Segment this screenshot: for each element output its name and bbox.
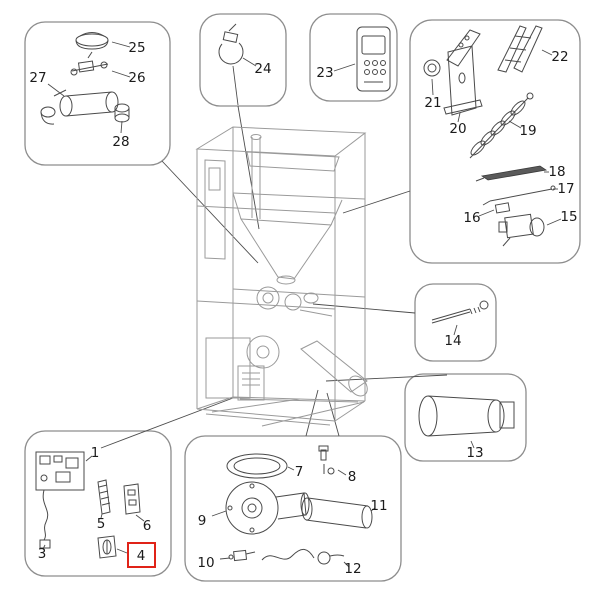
part-label-24: 24 — [254, 61, 271, 77]
part-21-ring-drawing — [423, 59, 441, 77]
callout-box-fan-assembly — [184, 435, 402, 582]
part-27-pipe-elbow-drawing — [40, 89, 119, 125]
part-label-14: 14 — [444, 333, 461, 349]
part-label-25: 25 — [128, 40, 145, 56]
part-label-10: 10 — [197, 555, 214, 571]
part-8-screws-drawing — [318, 445, 335, 475]
part-12-cable-drawing — [261, 549, 345, 565]
callout-box-blower — [404, 373, 527, 462]
part-4-switch-drawing — [97, 535, 117, 559]
part-label-8: 8 — [348, 469, 357, 485]
label-leader-lines — [42, 41, 562, 568]
assembly-leader-lines — [100, 65, 448, 449]
part-6-board-drawing — [123, 483, 141, 515]
part-9-fan-volute-drawing — [225, 481, 310, 535]
part-label-4: 4 — [137, 548, 146, 564]
part-label-21: 21 — [424, 95, 441, 111]
part-5-strip-drawing — [97, 479, 111, 515]
part-10-sensor-drawing — [228, 549, 256, 562]
part-label-7: 7 — [295, 464, 304, 480]
highlight-box-part-4 — [127, 542, 156, 568]
part-16-clip-drawing — [494, 202, 511, 214]
part-label-1: 1 — [91, 445, 100, 461]
part-20-panel-drawing — [443, 45, 483, 116]
part-label-9: 9 — [198, 513, 207, 529]
part-label-6: 6 — [143, 518, 152, 534]
part-label-5: 5 — [97, 516, 106, 532]
callout-box-igniter — [414, 283, 497, 362]
main-assembly-drawing — [195, 126, 368, 427]
part-label-17: 17 — [557, 181, 574, 197]
part-18-scraper-drawing — [475, 165, 548, 182]
part-3-cable-drawing — [39, 489, 51, 549]
part-label-11: 11 — [370, 498, 387, 514]
part-17-rod-drawing — [482, 185, 556, 206]
part-label-16: 16 — [463, 210, 480, 226]
part-15-gearmotor-drawing — [498, 213, 545, 247]
part-label-22: 22 — [551, 49, 568, 65]
callout-box-clamp — [199, 13, 287, 107]
part-24-clamp-drawing — [218, 23, 244, 65]
callout-boxes — [24, 13, 581, 582]
part-1-pcb-drawing — [35, 451, 85, 491]
part-11-tube-drawing — [301, 497, 373, 529]
part-labels: 25 26 27 28 24 23 22 21 20 19 18 17 16 1… — [29, 40, 577, 577]
part-label-13: 13 — [466, 445, 483, 461]
part-label-27: 27 — [29, 70, 46, 86]
part-25-cap-drawing — [75, 32, 109, 50]
part-26-bracket-drawing — [70, 51, 109, 76]
part-7-gasket-drawing — [226, 453, 288, 479]
part-14-igniter-drawing — [431, 300, 489, 324]
part-label-26: 26 — [128, 70, 145, 86]
part-label-15: 15 — [560, 209, 577, 225]
part-22-brackets-drawing — [446, 25, 543, 73]
part-19-auger-drawing — [469, 92, 534, 159]
part-label-3: 3 — [38, 546, 47, 562]
part-label-19: 19 — [519, 123, 536, 139]
callout-box-top-right — [409, 19, 581, 264]
part-label-28: 28 — [112, 134, 129, 150]
part-label-23: 23 — [316, 65, 333, 81]
part-23-control-panel-drawing — [356, 26, 391, 92]
part-label-12: 12 — [344, 561, 361, 577]
part-13-blower-drawing — [418, 395, 515, 437]
part-label-18: 18 — [548, 164, 565, 180]
part-label-20: 20 — [449, 121, 466, 137]
callout-box-electronics — [24, 430, 172, 577]
